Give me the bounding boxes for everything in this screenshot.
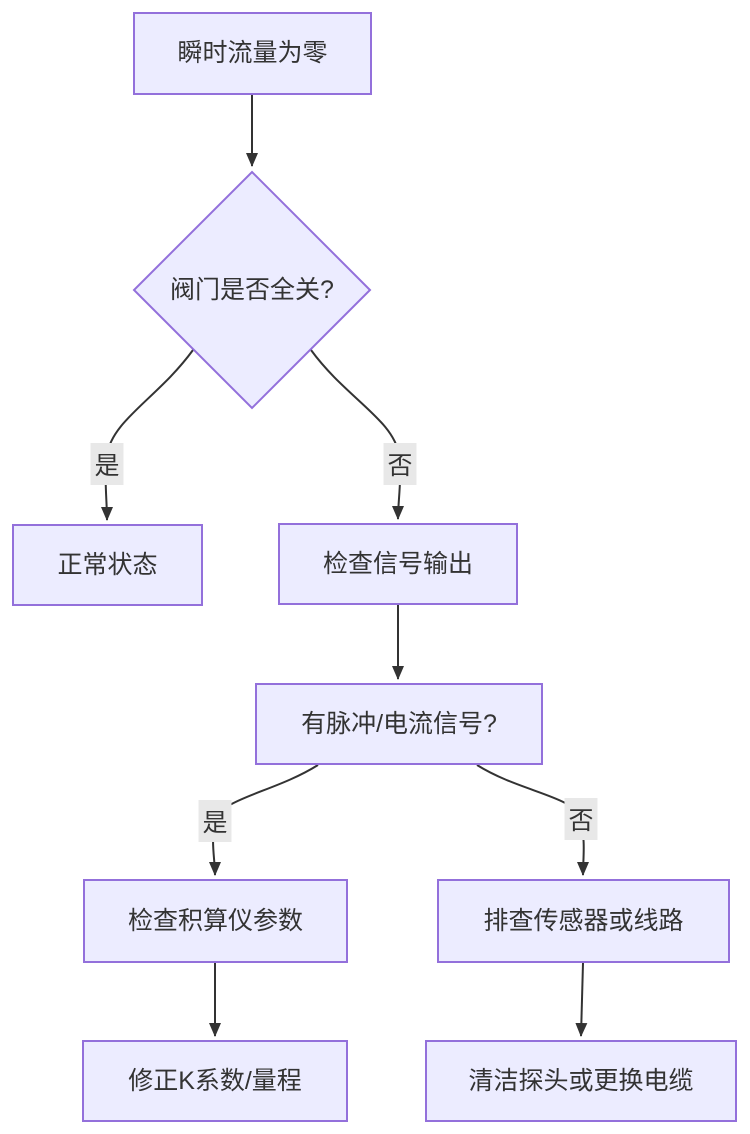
node-fix-k-factor-range: 修正K系数/量程	[82, 1040, 348, 1122]
edge-label-yes-valve: 是	[90, 443, 124, 485]
node-clean-probe-replace-cable: 清洁探头或更换电缆	[425, 1040, 737, 1122]
node-label: 清洁探头或更换电缆	[468, 1066, 694, 1095]
node-label: 检查信号输出	[322, 549, 473, 578]
node-label: 修正K系数/量程	[128, 1066, 302, 1095]
edge-label-no-valve: 否	[383, 443, 417, 485]
node-instant-flow-zero: 瞬时流量为零	[133, 12, 372, 95]
edge-label-yes-signal: 是	[198, 800, 232, 842]
node-label: 检查积算仪参数	[127, 906, 303, 935]
node-label: 正常状态	[57, 550, 158, 579]
node-label: 瞬时流量为零	[177, 39, 328, 68]
node-check-sensor-wiring: 排查传感器或线路	[437, 879, 730, 963]
node-label: 排查传感器或线路	[483, 906, 684, 935]
node-check-signal-output: 检查信号输出	[278, 523, 518, 605]
node-check-totalizer-params: 检查积算仪参数	[83, 879, 348, 963]
node-normal-state: 正常状态	[12, 524, 203, 606]
edge-h-i	[575, 962, 588, 1037]
node-valve-fully-closed: 阀门是否全关?	[132, 170, 372, 410]
diamond-shape	[132, 170, 372, 410]
node-label: 阀门是否全关?	[170, 275, 334, 304]
edge-label-no-signal: 否	[564, 798, 598, 840]
node-pulse-current-signal: 有脉冲/电流信号?	[255, 683, 543, 765]
node-label: 有脉冲/电流信号?	[301, 709, 497, 738]
